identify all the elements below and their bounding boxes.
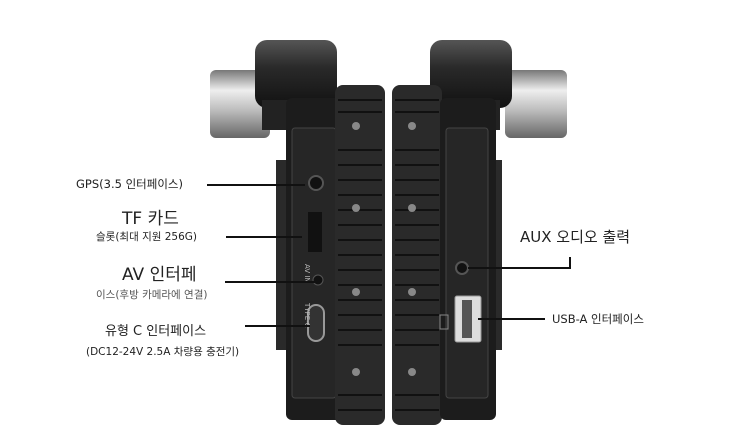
type-c-marking: TYPE-C [303,302,311,328]
left-device-body [276,85,385,425]
av-leader-line [225,281,315,283]
av-in-marking: AV IN [303,264,311,283]
gps-label: GPS(3.5 인터페이스) [76,177,183,191]
right-device-body [392,85,502,425]
av-subtitle: 이스(후방 카메라에 연결) [96,289,208,301]
av-title: AV 인터페 [122,265,197,285]
tf-card-title: TF 카드 [122,209,179,229]
typec-title: 유형 C 인터페이스 [105,324,207,339]
usb-leader-line [478,318,545,320]
aux-leader-tick [569,257,571,268]
aux-leader-line [468,267,571,269]
typec-subtitle: (DC12-24V 2.5A 차량용 충전기) [86,346,240,358]
gps-leader-line [207,184,305,186]
typec-leader-line [245,325,310,327]
tf-leader-line [226,236,302,238]
usb-label: USB-A 인터페이스 [552,312,644,326]
aux-label: AUX 오디오 출력 [520,228,631,246]
tf-card-subtitle: 슬롯(최대 지원 256G) [96,231,198,243]
